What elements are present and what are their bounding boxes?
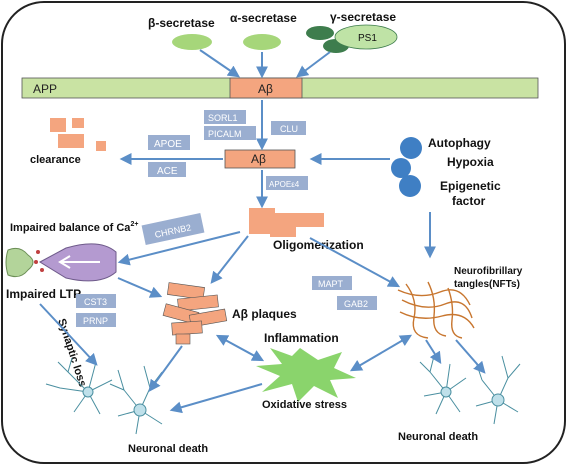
oligomerization-label: Oligomerization <box>273 238 364 252</box>
arrow-oligomer-to-nft <box>309 237 401 288</box>
apoe-box <box>148 135 190 150</box>
arrow-oligomer-to-synapse <box>117 231 241 266</box>
app-label: APP <box>33 82 57 96</box>
ace-box <box>148 162 186 177</box>
synapse-icon <box>5 243 117 282</box>
clearance-block-1 <box>50 118 66 132</box>
clearance-block-3 <box>58 134 84 148</box>
abeta-plaques-shape <box>162 282 228 345</box>
neuron-left-2 <box>109 365 163 435</box>
arrow-nft-to-neuron-2 <box>455 339 486 374</box>
arrow-inflammation-to-neuron <box>169 383 263 414</box>
cst3-box <box>76 294 116 308</box>
epigenetic-circle <box>399 175 421 197</box>
arrow-oligomer-to-plaques <box>210 235 249 284</box>
ace-label: ACE <box>157 166 178 177</box>
impaired-ltp-label: Impaired LTP <box>6 287 81 301</box>
arrow-gamma-to-app <box>296 51 331 78</box>
clu-box <box>271 121 306 135</box>
arrow-plaques-to-neuron <box>148 345 183 392</box>
hypoxia-label: Hypoxia <box>447 155 494 169</box>
autophagy-label: Autophagy <box>428 136 491 150</box>
hypoxia-circle <box>391 158 411 178</box>
alpha-secretase-label: α-secretase <box>230 11 297 25</box>
abeta-plaques-label: Aβ plaques <box>232 307 297 321</box>
arrows <box>39 49 486 414</box>
gamma-secretase-shape-1 <box>306 26 334 40</box>
arrow-ltp-to-neuron <box>39 303 98 366</box>
mapt-box <box>312 276 352 290</box>
oligomer-block-1 <box>262 213 324 227</box>
sorl1-label: SORL1 <box>208 113 238 123</box>
ps1-label: PS1 <box>358 33 377 44</box>
neuronal-death-right-label: Neuronal death <box>398 431 478 443</box>
oxidative-stress-label: Oxidative stress <box>262 399 347 411</box>
nft-label-1: Neurofibrillary <box>454 266 523 277</box>
neuron-right-1 <box>419 355 467 415</box>
beta-secretase-label: β-secretase <box>148 16 215 30</box>
ps1-shape <box>334 24 398 50</box>
prnp-label: PRNP <box>83 316 108 326</box>
gamma-secretase-label: γ-secretase <box>330 10 396 24</box>
nft-tangles-shape <box>397 281 475 339</box>
clu-label: CLU <box>280 124 298 134</box>
impaired-ca-text: Impaired balance of Ca <box>10 222 131 234</box>
picalm-box <box>204 126 256 140</box>
clearance-block-4 <box>96 141 106 151</box>
neuron-left-1 <box>45 357 113 415</box>
clearance-label: clearance <box>30 154 81 166</box>
apoe4-box <box>266 176 308 190</box>
neuronal-death-left-label: Neuronal death <box>128 443 208 455</box>
arrow-plaques-inflammation <box>215 334 265 362</box>
oligomer-block-3 <box>270 227 296 237</box>
beta-secretase-shape <box>172 34 212 50</box>
cst3-label: CST3 <box>84 297 107 307</box>
prnp-box <box>76 313 116 327</box>
inflammation-label: Inflammation <box>264 331 339 345</box>
arrow-nft-to-neuron-1 <box>425 339 442 365</box>
arrow-nft-inflammation <box>349 334 413 372</box>
mapt-label: MAPT <box>318 279 344 289</box>
epigenetic-label-1: Epigenetic <box>440 179 501 193</box>
arrow-synapse-to-plaques <box>117 277 163 298</box>
apoe4-label: APOEε4 <box>269 180 300 189</box>
abeta-center-label: Aβ <box>251 152 266 166</box>
alpha-secretase-shape <box>243 34 281 50</box>
gab2-box <box>337 296 377 310</box>
sorl1-box <box>204 110 246 124</box>
picalm-label: PICALM <box>208 129 242 139</box>
clearance-block-2 <box>72 118 84 128</box>
impaired-ca-label: Impaired balance of Ca2+ <box>10 221 138 234</box>
gab2-label: GAB2 <box>344 299 368 309</box>
ca-superscript: 2+ <box>130 221 138 228</box>
app-abeta-label: Aβ <box>258 82 273 96</box>
nft-label-2: tangles(NFTs) <box>454 279 520 290</box>
epigenetic-label-2: factor <box>452 194 486 208</box>
arrow-beta-to-app <box>199 49 240 78</box>
apoe-label: APOE <box>154 139 182 150</box>
chrnb2-box <box>141 212 205 246</box>
inflammation-star <box>256 348 356 402</box>
autophagy-circle <box>400 137 422 159</box>
